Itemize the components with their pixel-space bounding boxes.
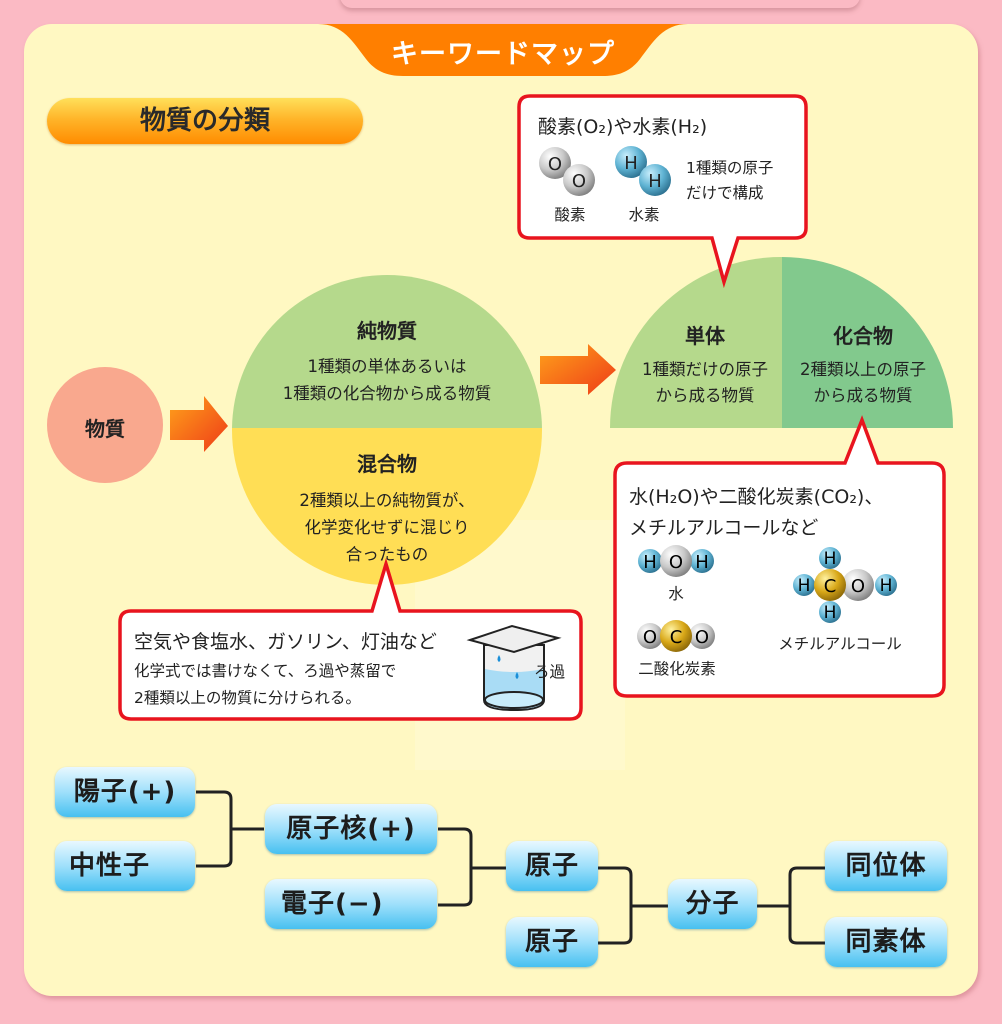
filtration-label: ろ過: [534, 663, 566, 681]
element-desc-2: から成る物質: [655, 386, 755, 405]
keyword-map-title: キーワードマップ: [391, 39, 615, 70]
pure-substance-desc-1: 1種類の単体あるいは: [307, 357, 467, 376]
mixture-title: 混合物: [357, 452, 417, 476]
atom-label: H: [824, 549, 837, 569]
element-half: [610, 256, 782, 428]
substance-label: 物質: [85, 417, 125, 441]
atom-label: C: [670, 627, 683, 648]
pure-substance-title: 純物質: [357, 319, 417, 343]
mixture-callout-line-1: 化学式では書けなくて、ろ過や蒸留で: [134, 662, 397, 680]
mixture-callout-box: [118, 557, 583, 721]
compound-half: [782, 257, 953, 428]
compound-callout-heading-2: メチルアルコールなど: [629, 517, 819, 539]
arrow-right-icon: [170, 396, 228, 452]
mixture-half: [232, 428, 542, 585]
element-callout-note-1: 1種類の原子: [686, 159, 774, 177]
methanol-label: メチルアルコール: [778, 635, 902, 653]
atom-label: O: [669, 552, 683, 573]
atom-node[interactable]: 原子: [506, 841, 598, 891]
compound-desc-1: 2種類以上の原子: [800, 360, 926, 379]
hydrogen-molecule-icon: H H: [615, 146, 671, 196]
mixture-callout-heading: 空気や食塩水、ガソリン、灯油など: [134, 631, 437, 653]
allotrope-node[interactable]: 同素体: [825, 917, 947, 967]
atom-label: H: [824, 603, 837, 623]
atom-label: H: [880, 576, 893, 596]
atom-label: H: [648, 171, 662, 192]
compound-desc-2: から成る物質: [813, 386, 913, 405]
compound-title: 化合物: [833, 324, 893, 348]
mixture-callout-line-2: 2種類以上の物質に分けられる。: [134, 689, 361, 707]
compound-callout-heading-1: 水(H₂O)や二酸化炭素(CO₂)、: [629, 486, 884, 508]
oxygen-molecule-icon: O O: [539, 147, 595, 196]
pure-substance-half: [232, 275, 542, 428]
atom-label: H: [643, 552, 657, 573]
water-molecule-icon: H O H: [638, 545, 714, 577]
mixture-desc-2: 化学変化せずに混じり: [304, 518, 470, 537]
molecule-node[interactable]: 分子: [668, 879, 757, 929]
neutron-node[interactable]: 中性子: [55, 841, 195, 891]
element-desc-1: 1種類だけの原子: [642, 360, 768, 379]
water-label: 水: [668, 585, 684, 603]
oxygen-label: 酸素: [554, 206, 586, 224]
methanol-molecule-icon: H H H C O H: [793, 547, 897, 623]
atom-label: H: [624, 153, 638, 174]
keyword-map-tab: [318, 24, 688, 76]
top-strip: [340, 0, 860, 8]
electron-node[interactable]: 電子(−): [265, 879, 437, 929]
atom-label: H: [695, 552, 709, 573]
element-callout-note-2: だけで構成: [686, 184, 764, 202]
nucleus-node[interactable]: 原子核(+): [265, 804, 437, 854]
atom-label: O: [695, 627, 709, 648]
substance-circle: [47, 367, 163, 483]
atom-label: O: [572, 171, 586, 192]
filtration-beaker-icon: [466, 624, 562, 712]
atom-label: O: [548, 154, 562, 175]
arrow-right-icon: [540, 344, 616, 395]
tree-connectors: [196, 790, 825, 945]
atom-label: C: [824, 576, 837, 597]
mixture-desc-3: 合ったもの: [345, 545, 429, 564]
atom-label: H: [798, 576, 811, 596]
proton-node[interactable]: 陽子(+): [55, 767, 195, 817]
atom-label: O: [643, 627, 657, 648]
carbon-dioxide-molecule-icon: O C O: [637, 620, 715, 652]
element-title: 単体: [685, 324, 725, 348]
atom-node[interactable]: 原子: [506, 917, 598, 967]
atom-label: O: [851, 576, 865, 597]
mixture-desc-1: 2種類以上の純物質が、: [299, 491, 475, 510]
isotope-node[interactable]: 同位体: [825, 841, 947, 891]
carbon-dioxide-label: 二酸化炭素: [638, 660, 716, 678]
element-callout-heading: 酸素(O₂)や水素(H₂): [538, 116, 708, 138]
hydrogen-label: 水素: [628, 206, 660, 224]
pure-substance-desc-2: 1種類の化合物から成る物質: [282, 384, 492, 403]
section-title: 物質の分類: [47, 98, 363, 144]
